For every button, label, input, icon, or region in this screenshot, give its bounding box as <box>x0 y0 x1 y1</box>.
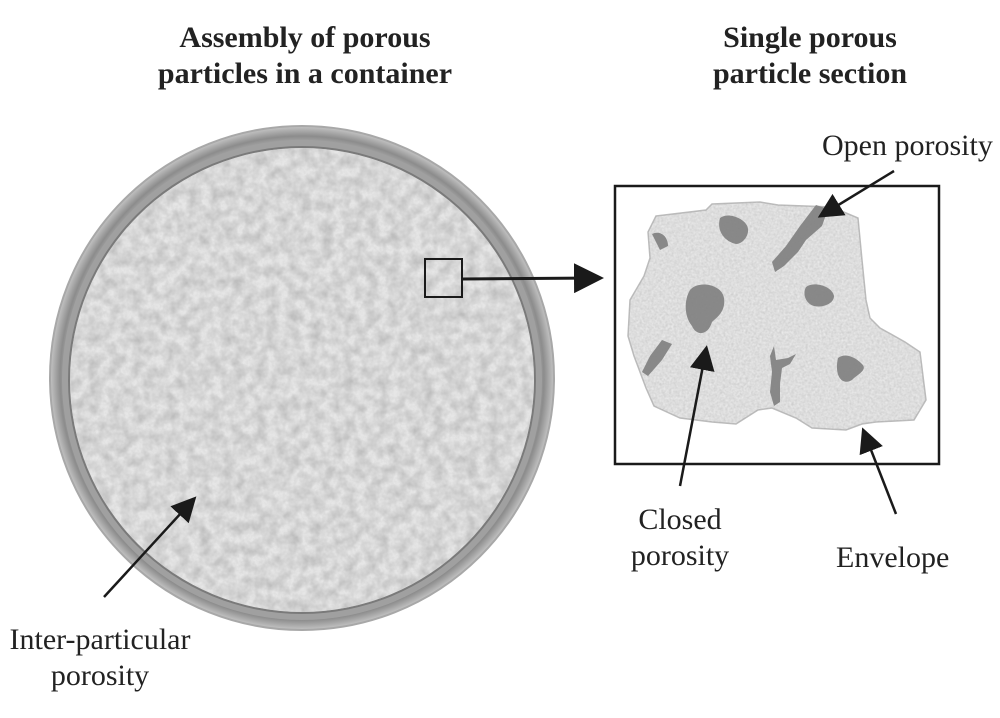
envelope-label: Envelope <box>836 541 950 574</box>
container-dish <box>49 125 555 631</box>
envelope-arrow <box>859 427 898 515</box>
right-panel-title: Single porous particle section <box>660 20 960 92</box>
zoom-connector-arrow <box>461 263 604 294</box>
closed-porosity-arrow <box>678 345 715 487</box>
inter-particular-arrow <box>103 496 197 598</box>
left-panel-title: Assembly of porous particles in a contai… <box>100 20 510 92</box>
closed-porosity-line2: porosity <box>630 539 730 572</box>
right-title-line1: Single porous <box>723 21 897 54</box>
closed-porosity-line1: Closed <box>638 503 722 536</box>
open-porosity-label: Open porosity <box>822 129 993 162</box>
left-title-line2: particles in a container <box>157 57 453 90</box>
right-title-line2: particle section <box>712 57 908 90</box>
inter-particular-line2: porosity <box>50 659 150 692</box>
granule-bed <box>70 148 534 612</box>
inter-particular-line1: Inter-particular <box>9 623 191 656</box>
left-title-line1: Assembly of porous <box>179 21 431 54</box>
inter-particular-porosity-label: Inter-particular porosity <box>0 622 210 694</box>
open-porosity-arrow <box>817 169 895 218</box>
closed-porosity-label: Closed porosity <box>610 502 750 574</box>
